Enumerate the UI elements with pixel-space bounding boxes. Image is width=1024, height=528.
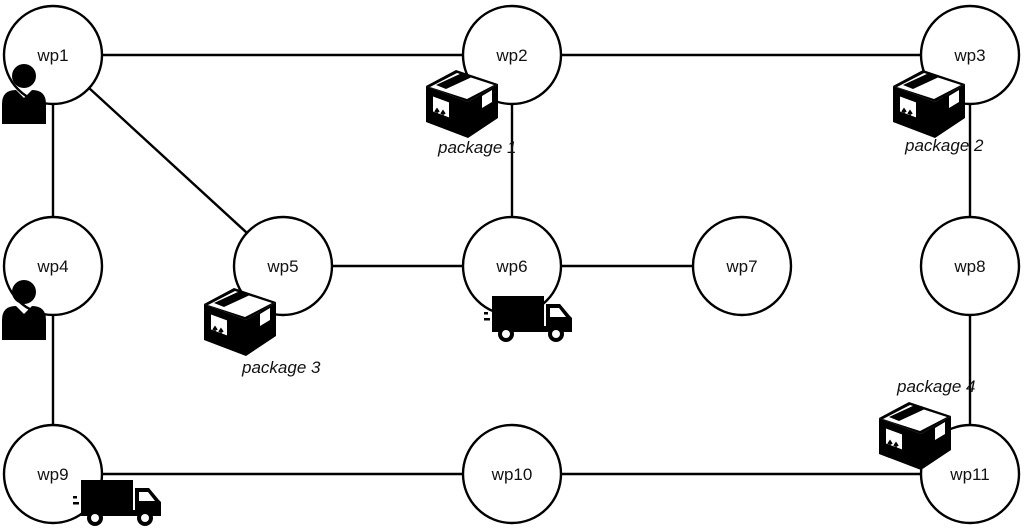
node-wp2: wp2 [461, 4, 563, 106]
truck-icon [73, 480, 161, 526]
package-label: package 1 [437, 138, 516, 157]
node-circle [461, 4, 563, 106]
node-label: wp10 [491, 465, 533, 484]
node-label: wp4 [36, 257, 68, 276]
nodes-layer: wp1 wp2 wp3 wp4 wp5 wp6 wp7 wp8 wp9 wp10 wp11 [2, 4, 1021, 525]
node-label: wp6 [495, 257, 527, 276]
node-label: wp9 [36, 465, 68, 484]
truck-icon [484, 296, 572, 342]
node-label: wp3 [953, 46, 985, 65]
node-wp9: wp9 [2, 423, 104, 525]
node-label: wp8 [953, 257, 985, 276]
node-circle [691, 215, 793, 317]
node-label: wp2 [495, 46, 527, 65]
package-label: package 2 [904, 136, 984, 155]
package-label: package 3 [241, 358, 321, 377]
node-label: wp5 [266, 257, 298, 276]
package-label: package 4 [896, 377, 975, 396]
node-circle [461, 423, 563, 525]
node-label: wp7 [725, 257, 757, 276]
node-label: wp1 [36, 46, 68, 65]
node-circle [2, 423, 104, 525]
labels-layer: package 1 package 2 package 3 package 4 [241, 136, 984, 396]
edge-wp1-wp5 [52, 54, 284, 267]
node-wp8: wp8 [919, 215, 1021, 317]
node-wp1: wp1 [2, 4, 104, 106]
node-circle [232, 215, 334, 317]
node-wp5: wp5 [232, 215, 334, 317]
node-circle [919, 215, 1021, 317]
node-wp10: wp10 [461, 423, 563, 525]
node-label: wp11 [949, 465, 989, 484]
node-wp7: wp7 [691, 215, 793, 317]
